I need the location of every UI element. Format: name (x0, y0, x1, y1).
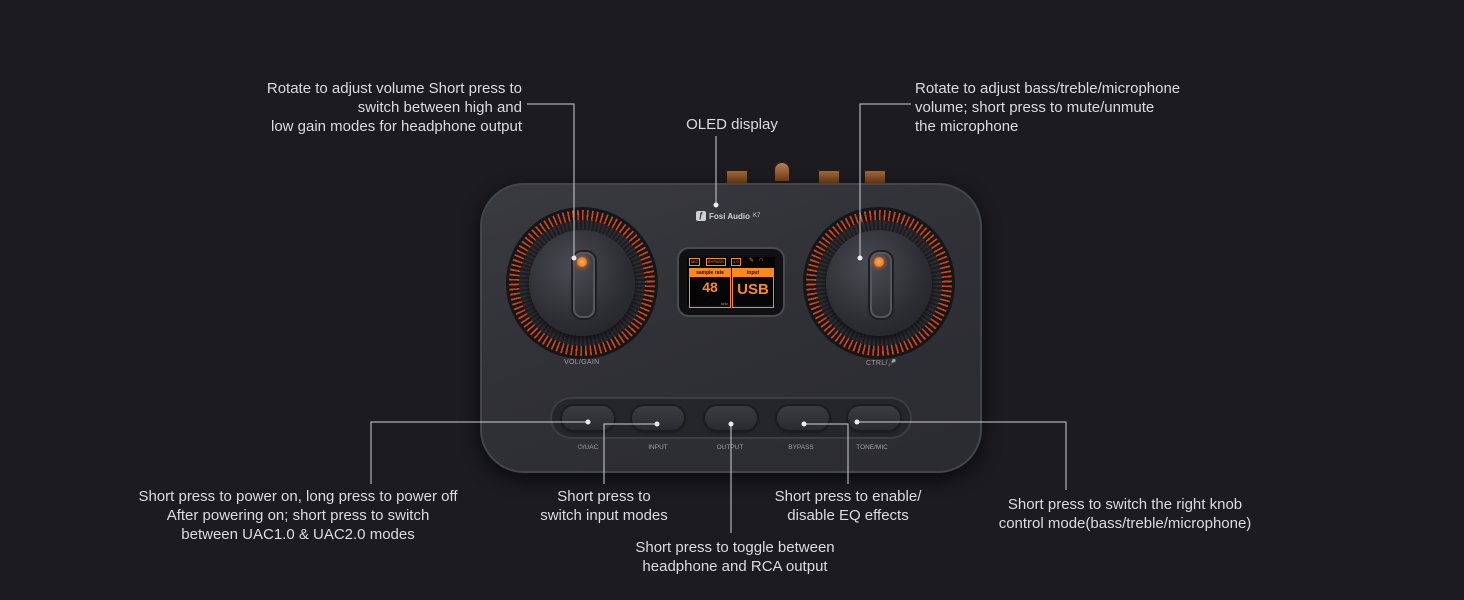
bypass-chip: BYPASS (706, 258, 726, 266)
tone-mic-button[interactable] (848, 406, 900, 430)
tone-mic-label: TONE/MIC (856, 444, 888, 451)
bypass-label: BYPASS (788, 444, 814, 451)
input-header: input (733, 269, 773, 277)
power-button-annotation: Short press to power on, long press to p… (138, 488, 458, 543)
volume-gain-knob[interactable] (509, 210, 655, 356)
output-label: OUTPUT (716, 444, 744, 451)
power-uac-button[interactable] (562, 406, 614, 430)
fosi-logo-icon: ƒ (696, 211, 706, 221)
sample-rate-unit: kHz (721, 301, 728, 306)
oled-screen: MIC BYPASS 1.0 ✎ ∩ sample rate 48 kHz in… (687, 257, 775, 308)
brand-logo: ƒ Fosi Audio K7 (696, 211, 760, 221)
jack-port (774, 162, 790, 182)
input-panel: input USB (732, 268, 774, 308)
control-knob-annotation: Rotate to adjust bass/treble/microphone … (915, 80, 1181, 135)
microphone-icon: ✎ (749, 258, 755, 264)
mic-chip: MIC (689, 258, 701, 266)
bypass-button-annotation: Short press to enable/ disable EQ effect… (774, 488, 922, 524)
output-button-annotation: Short press to toggle between headphone … (635, 539, 835, 575)
input-label: INPUT (648, 444, 668, 451)
rca-port-mid (818, 170, 840, 186)
input-button-annotation: Short press to switch input modes (540, 488, 668, 524)
uac-chip: 1.0 (731, 258, 741, 266)
left-knob-label: VOL/GAIN (564, 359, 600, 366)
oled-display: MIC BYPASS 1.0 ✎ ∩ sample rate 48 kHz in… (679, 249, 783, 315)
rca-port-right (864, 170, 886, 186)
power-uac-label: ⏻/UAC (577, 444, 599, 451)
control-knob[interactable] (806, 210, 952, 356)
model-name: K7 (753, 213, 761, 219)
oled-annotation: OLED display (686, 116, 778, 133)
headphone-icon: ∩ (759, 257, 764, 263)
input-value: USB (737, 281, 769, 298)
knob-indicator-dot (577, 257, 587, 267)
knob-indicator-dot (874, 257, 884, 267)
sample-rate-panel: sample rate 48 kHz (689, 268, 731, 308)
sample-rate-value: 48 (702, 279, 718, 295)
right-knob-label: CTRL/🎤 (866, 360, 897, 367)
brand-name: Fosi Audio (709, 211, 751, 221)
rca-port-left (726, 170, 748, 186)
volume-knob-annotation: Rotate to adjust volume Short press to s… (266, 80, 522, 135)
sample-rate-header: sample rate (690, 269, 730, 277)
tone-button-annotation: Short press to switch the right knob con… (998, 496, 1252, 532)
